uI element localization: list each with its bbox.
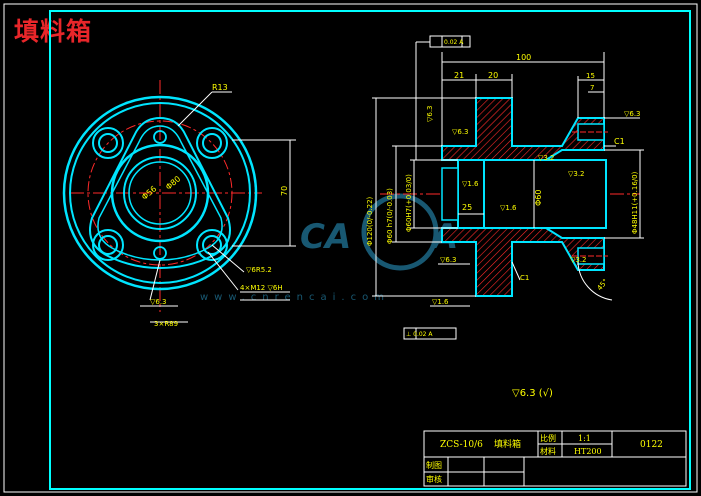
dia-right: Φ48H11(+0.16/0) — [631, 171, 639, 234]
material-value: HT200 — [574, 447, 602, 456]
ra-label: ▽6.3 — [426, 105, 434, 122]
label-r13: R13 — [212, 83, 228, 92]
checked-label: 审核 — [426, 474, 442, 484]
tapped-hole — [153, 130, 167, 144]
watermark-url: www.cnrencai.com — [200, 292, 390, 303]
chamfer-c1-bottom: C1 — [520, 274, 529, 282]
material-label: 材料 — [540, 446, 556, 456]
scale-value: 1:1 — [578, 434, 591, 443]
angle-45: 45° — [596, 277, 610, 292]
ra-label: ▽1.6 — [500, 204, 517, 212]
inner-border — [49, 10, 691, 490]
label-thread2: ▽6R5.2 — [246, 266, 272, 274]
title-block: ZCS-10/6 填料箱 比例 1:1 材料 HT200 0122 制图 审核 — [423, 430, 687, 487]
tapped-hole — [153, 246, 167, 260]
dim-top-100: 100 — [516, 53, 531, 62]
dim-25: 25 — [462, 203, 472, 212]
outer-border — [3, 3, 698, 493]
left-view: R13 Φ56 Φ80 70 ▽6R5.2 4×M12 ▽6H ▽6.3 3×R… — [62, 80, 296, 328]
dim-21: 21 — [454, 71, 464, 80]
dim-7: 7 — [590, 84, 594, 92]
dim-20: 20 — [488, 71, 498, 80]
bolt-hole — [196, 229, 228, 261]
label-dia-b: Φ80 — [164, 174, 182, 191]
chamfer-c1-top: C1 — [614, 137, 625, 146]
ra-label: ▽3.2 — [538, 154, 555, 162]
part-name: 填料箱 — [494, 438, 521, 450]
drawn-label: 制图 — [426, 460, 442, 470]
label-dia-a: Φ56 — [140, 184, 158, 201]
part-code: 0122 — [640, 440, 663, 450]
tolerance-top: 0.02 A — [444, 39, 464, 46]
tolerance-bottom: ⊥ 0.02 A — [406, 331, 433, 338]
dim-bore: Φ60 — [534, 190, 543, 206]
ra-label: ▽1.6 — [462, 180, 479, 188]
label-right-dim: 70 — [280, 186, 289, 196]
surface-note: ▽6.3 (√) — [512, 388, 553, 399]
bolt-hole — [92, 127, 124, 159]
dia-left-3: Φ60H7(+0.03/0) — [405, 174, 413, 232]
bolt-hole — [92, 229, 124, 261]
drawing-number: ZCS-10/6 — [440, 440, 483, 450]
bolt-hole — [196, 127, 228, 159]
dim-15: 15 — [586, 72, 595, 80]
drawing-title: 填料箱 — [14, 17, 93, 46]
label-thread: 4×M12 ▽6H — [240, 284, 283, 292]
ra-label: ▽6.3 — [452, 128, 469, 136]
ra-label: ▽3.2 — [570, 256, 587, 264]
label-chamfer: 3×R89 — [154, 320, 178, 328]
scale-label: 比例 — [540, 433, 556, 443]
ra-label: ▽1.6 — [432, 298, 449, 306]
dia-left-2: Φ60 h7(0/-0.03) — [386, 188, 394, 244]
svg-text:CA: CA — [300, 217, 351, 257]
ra-label: ▽6.3 — [440, 256, 457, 264]
label-ra-left: ▽6.3 — [150, 298, 167, 306]
ra-label: ▽6.3 — [624, 110, 641, 118]
dia-left-1: Φ120(0/-0.22) — [366, 196, 374, 246]
ra-label: ▽3.2 — [568, 170, 585, 178]
section-hatch — [441, 97, 605, 297]
section-view: 100 21 20 15 7 0.02 A ⊥ 0.02 A Φ120(0/-0… — [366, 35, 644, 340]
